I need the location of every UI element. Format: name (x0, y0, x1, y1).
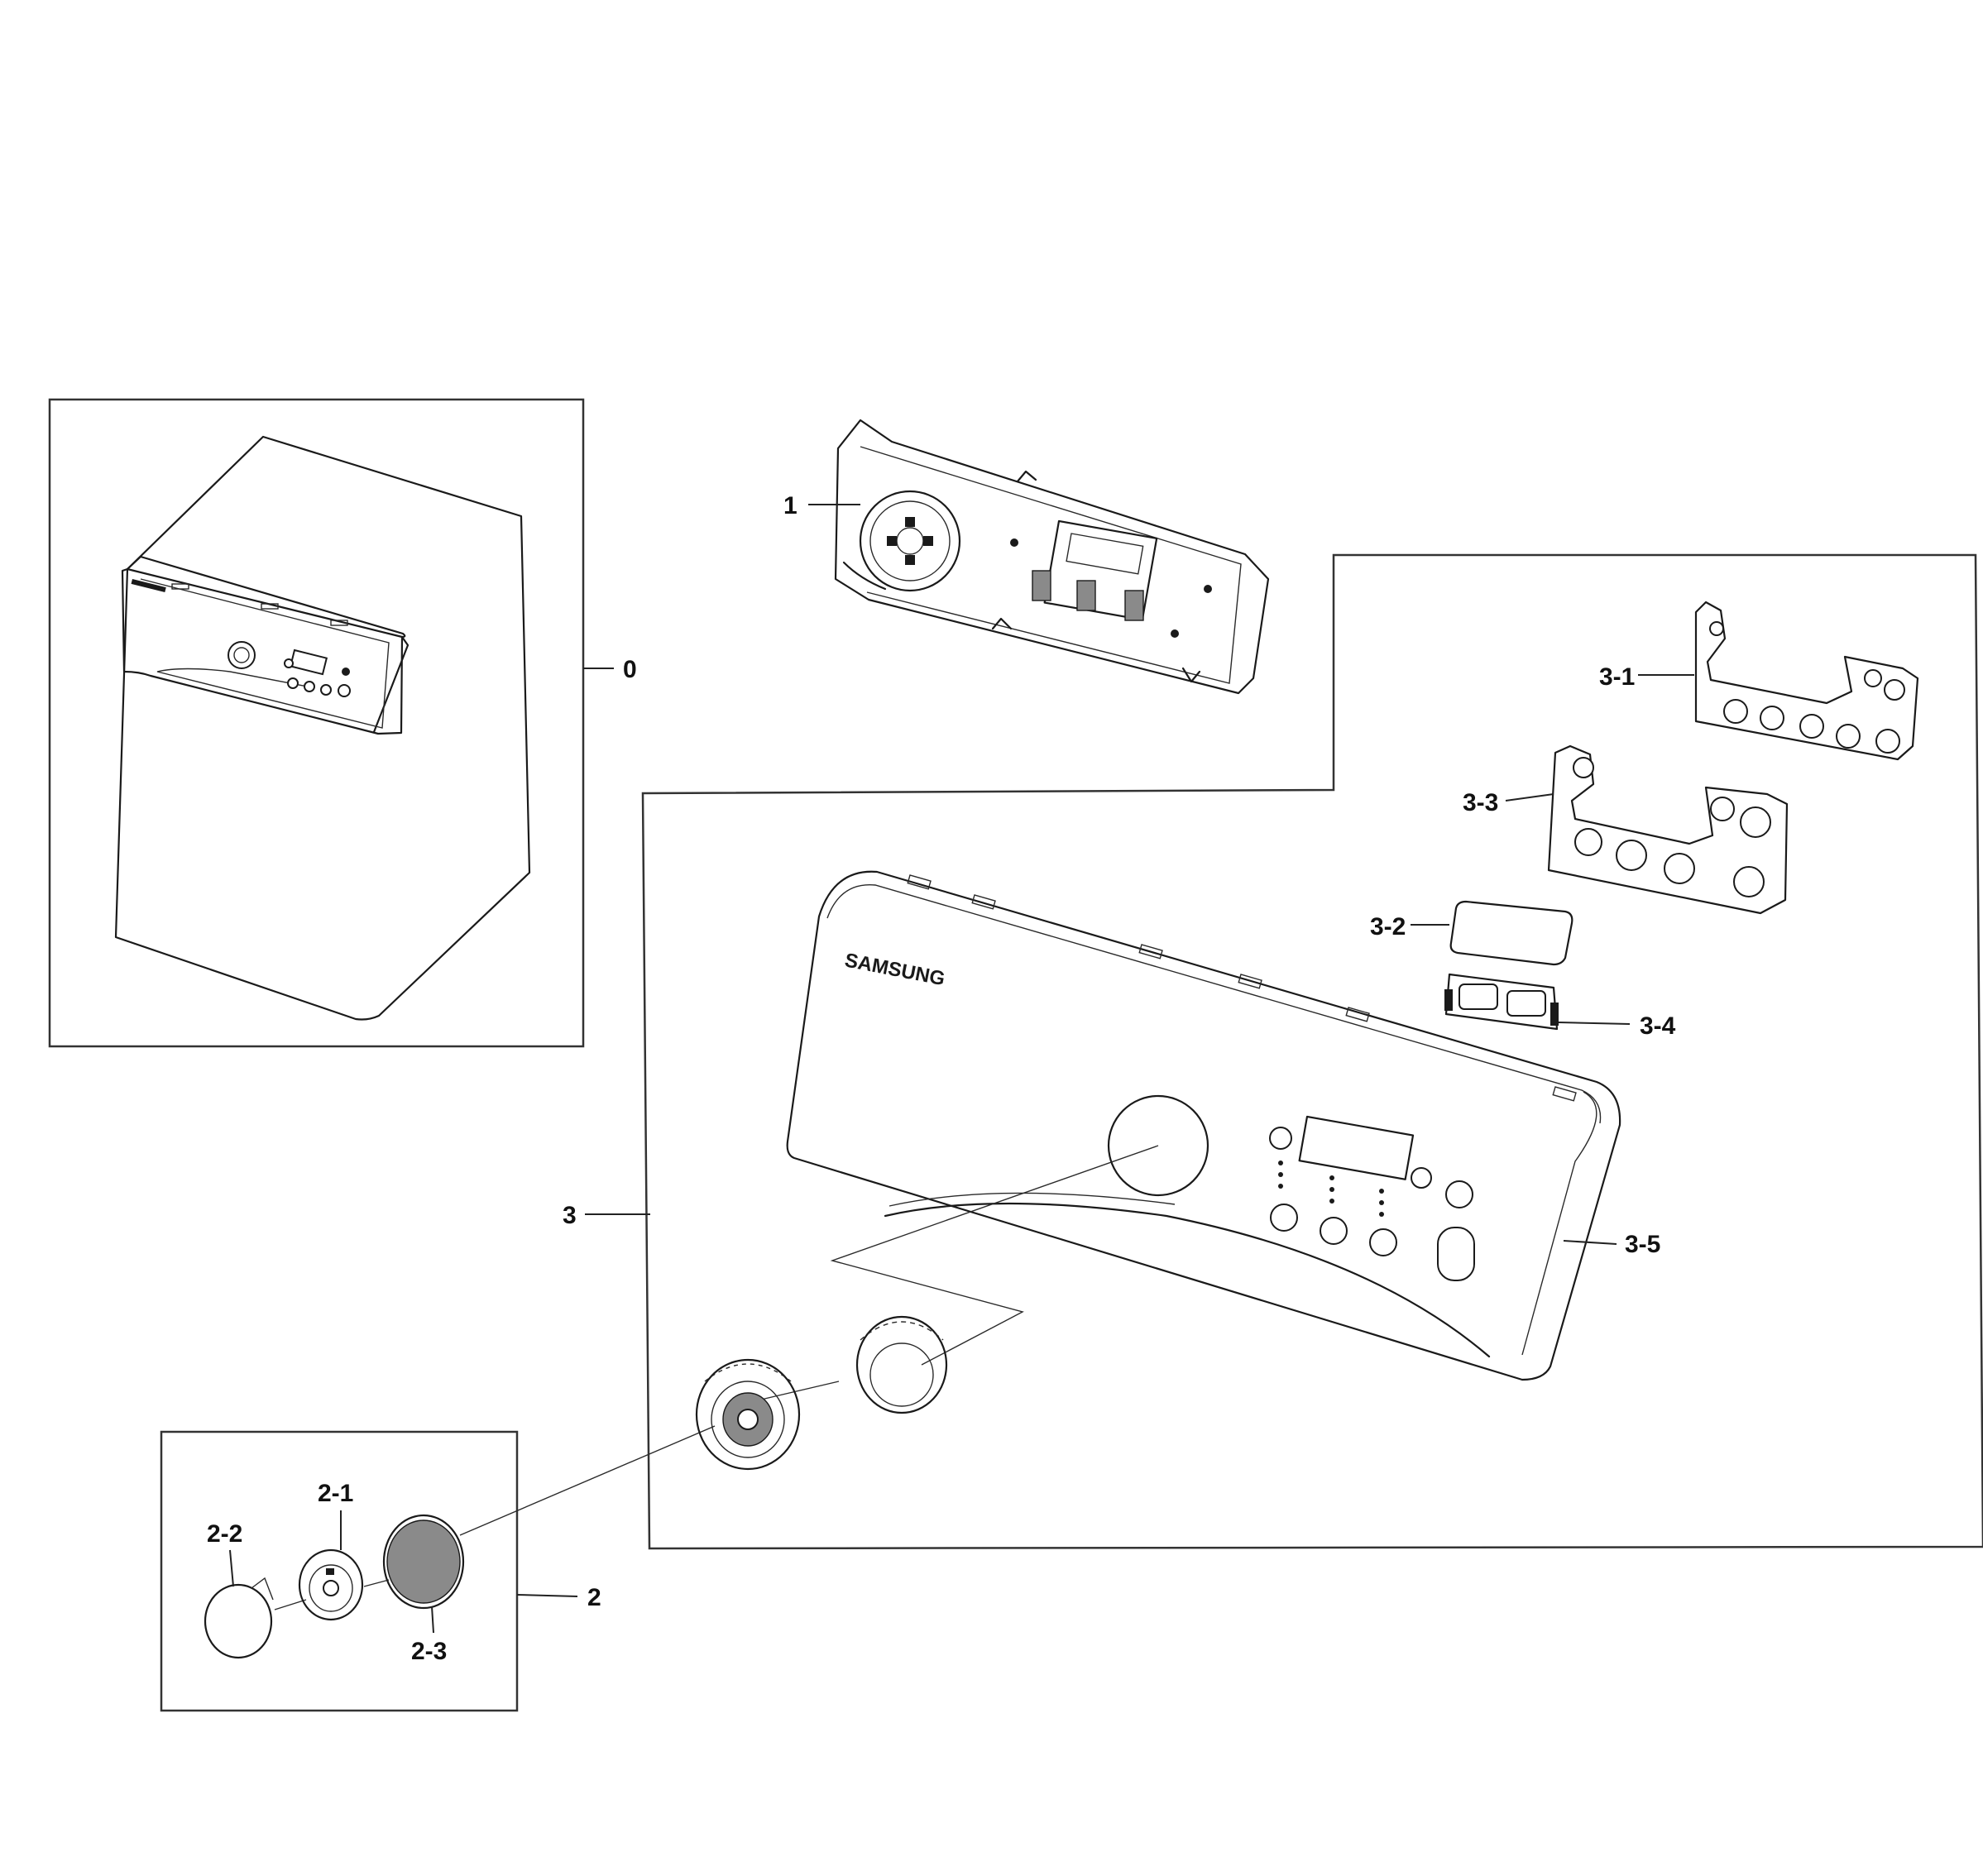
label-2-1: 2-1 (318, 1480, 353, 1507)
label-3-2: 3-2 (1370, 913, 1406, 940)
frame-knob-assembly (160, 1430, 519, 1712)
guide-line-knob-assy (459, 1425, 716, 1536)
guide-line-knob-base (760, 1381, 840, 1400)
label-3-4: 3-4 (1640, 1012, 1676, 1040)
holder-3-3-illustration (1547, 744, 1789, 915)
leader-2 (516, 1594, 578, 1597)
knob-ring-illustration (855, 1315, 948, 1414)
guide-line-knob-ring (830, 1145, 1159, 1366)
guide-line-2-1 (363, 1579, 390, 1587)
pcb-board-illustration (834, 419, 1270, 695)
panel-indicator-dots (1278, 1161, 1384, 1217)
label-1: 1 (783, 492, 798, 519)
knob-base-illustration (695, 1358, 801, 1471)
leader-3-4 (1558, 1022, 1631, 1025)
leader-3-3 (1505, 793, 1554, 802)
label-3: 3 (563, 1202, 577, 1229)
label-3-3: 3-3 (1463, 789, 1498, 816)
knob-2-3-illustration (382, 1514, 465, 1610)
frame-panel-assembly (641, 553, 1983, 1550)
window-3-2-illustration (1449, 900, 1573, 966)
dryer-assembly-illustration (114, 435, 531, 1021)
label-3-5: 3-5 (1625, 1231, 1660, 1258)
knob-2-2-illustration (204, 1577, 274, 1659)
label-2-2: 2-2 (207, 1520, 242, 1548)
button-3-4-illustration (1444, 973, 1559, 1031)
holder-3-1-illustration (1694, 601, 1919, 761)
label-0: 0 (623, 656, 637, 683)
leader-3-5 (1563, 1240, 1617, 1245)
guide-line-2-2 (274, 1599, 307, 1610)
leader-2-3 (431, 1606, 434, 1634)
frame-complete-assembly (48, 398, 585, 1048)
label-2-3: 2-3 (411, 1638, 447, 1665)
label-2: 2 (587, 1584, 601, 1611)
panel-brand-logo: SAMSUNG (843, 949, 947, 990)
label-3-1: 3-1 (1599, 663, 1635, 691)
control-panel-3-5-illustration: SAMSUNG (786, 870, 1621, 1381)
knob-2-1-illustration (298, 1548, 364, 1621)
leader-2-2 (229, 1549, 234, 1587)
